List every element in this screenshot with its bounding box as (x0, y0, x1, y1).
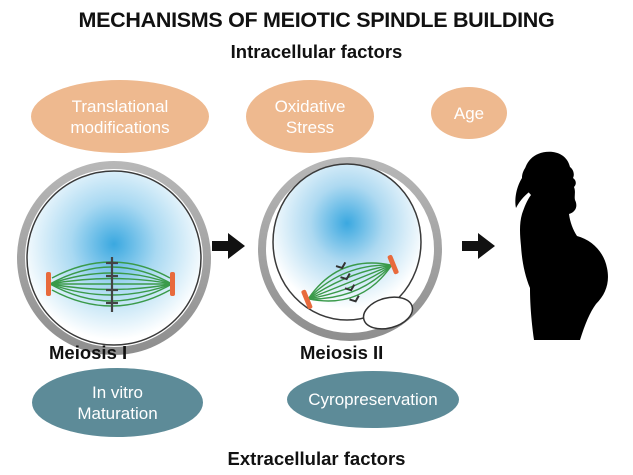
spindle-meiosis-ii (307, 262, 393, 302)
diagram-title: MECHANISMS OF MEIOTIC SPINDLE BUILDING (78, 8, 555, 32)
kinetochores-meiosis-ii (301, 254, 399, 310)
factor-oxidative-stress: Oxidative Stress (246, 80, 374, 153)
intracellular-heading: Intracellular factors (230, 41, 403, 62)
factor-translational-modifications: Translational modifications (31, 80, 209, 153)
chromosomes-meiosis-ii (335, 261, 360, 303)
polar-body (362, 296, 414, 330)
right-arrow-icon (212, 233, 245, 259)
factor-age: Age (431, 87, 507, 139)
stage-label-meiosis-ii: Meiosis II (300, 342, 384, 363)
kinetochores-meiosis-i (46, 272, 175, 296)
stage-label-meiosis-i: Meiosis I (49, 342, 128, 363)
oocyte-meiosis-i (17, 161, 211, 355)
extracellular-heading: Extracellular factors (227, 448, 406, 469)
chromosomes-meiosis-i (106, 257, 118, 312)
factor-cyropreservation: Cyropreservation (287, 371, 459, 428)
right-arrow-icon (462, 233, 495, 259)
factor-in-vitro-maturation: In vitro Maturation (32, 368, 203, 437)
oocyte-meiosis-ii (258, 157, 442, 341)
pregnant-woman-silhouette-icon (515, 151, 608, 340)
